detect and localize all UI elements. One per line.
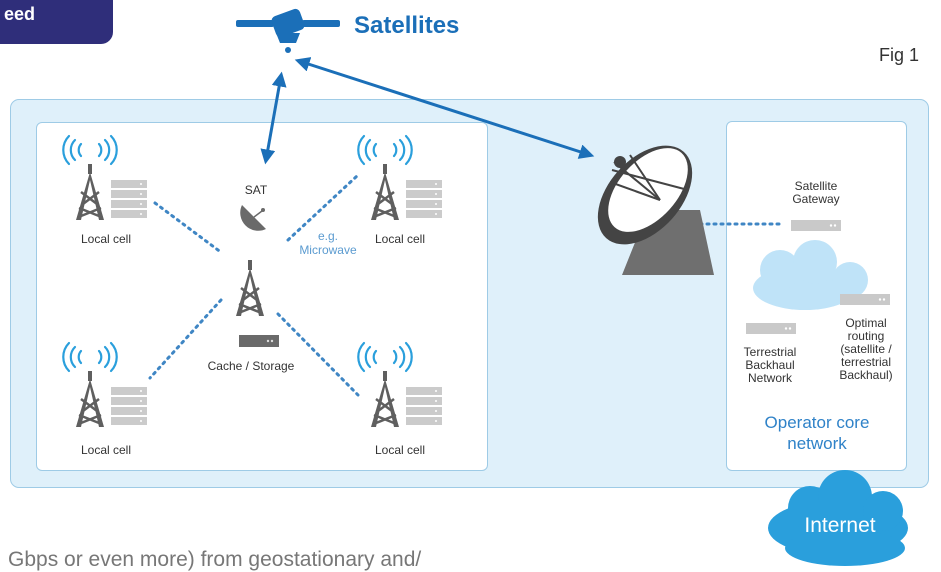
cache-storage-label: Cache / Storage [207,359,295,373]
operator-core-label: Operator core network [736,412,898,454]
core-line-2: network [787,434,847,453]
terrestrial-line-1: Terrestrial [743,345,797,359]
optimal-line-4: terrestrial [840,355,891,369]
local-cell-bottom-left [62,341,147,429]
gateway-line-2: Gateway [792,192,840,206]
optimal-line-5: Backhaul) [839,368,893,382]
terrestrial-backhaul-label: Terrestrial Backhaul Network [732,346,808,385]
section-tab-label: eed [4,4,36,24]
optimal-line-3: (satellite / [840,342,892,356]
local-cell-bottom-right [357,341,442,429]
link-label-line-1: e.g. [317,229,338,243]
terrestrial-line-3: Network [747,371,792,385]
satellites-title: Satellites [354,12,460,39]
core-line-1: Operator core [764,413,870,432]
link-label: e.g. Microwave [288,229,368,257]
body-text-fragment: Gbps or even more) from geostationary an… [8,548,422,571]
optimal-routing-label: Optimal routing (satellite / terrestrial… [826,317,906,382]
ground-station-dish-icon [597,145,714,275]
optimal-line-1: Optimal [845,316,887,330]
local-cell-label-br: Local cell [374,443,426,457]
link-label-line-2: Microwave [299,243,357,257]
sat-dish-icon [240,205,266,231]
terrestrial-rack [746,323,796,334]
local-cell-top-right [357,134,442,222]
gateway-line-1: Satellite [794,179,838,193]
gateway-rack [791,220,841,231]
satellite-icon [236,8,340,53]
local-cell-label-tr: Local cell [374,232,426,246]
optimal-routing-rack [840,294,890,305]
central-tower-icon [234,258,279,347]
core-cloud [753,240,868,310]
local-cell-top-left [62,134,147,222]
terrestrial-line-2: Backhaul [745,358,795,372]
figure-label: Fig 1 [879,45,920,65]
internet-label: Internet [804,514,876,537]
satellite-gateway-label: Satellite Gateway [776,180,856,206]
section-tab: eed [0,0,113,44]
sat-label: SAT [244,183,268,197]
local-cell-label-tl: Local cell [80,232,132,246]
optimal-line-2: routing [847,329,885,343]
local-cell-label-bl: Local cell [80,443,132,457]
